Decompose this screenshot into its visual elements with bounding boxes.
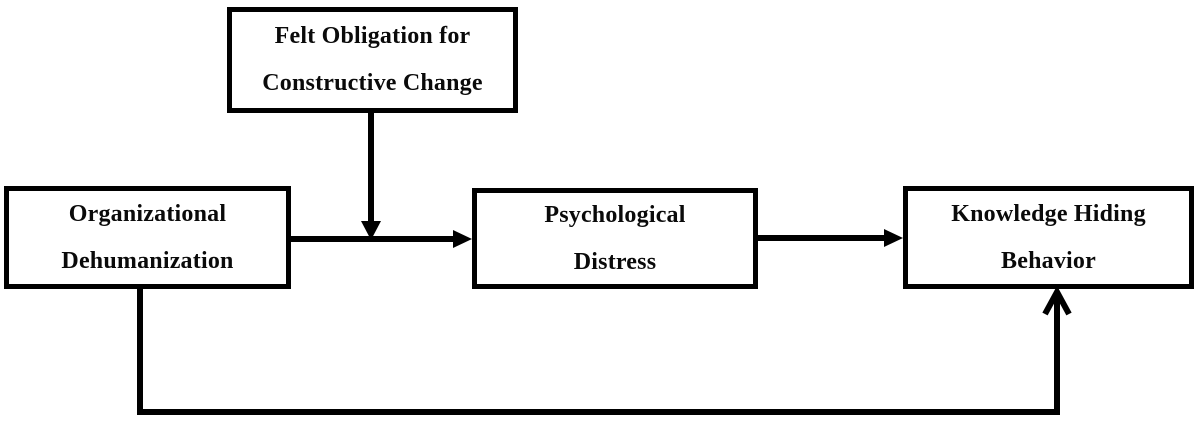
moderation-arrow bbox=[361, 112, 381, 240]
box-psychological-distress-line1: Psychological bbox=[544, 201, 686, 228]
direct-path-independent-to-dependent bbox=[137, 285, 1072, 415]
arrow-mediator-to-dependent bbox=[758, 229, 903, 247]
box-felt-obligation-line1: Felt Obligation for bbox=[274, 23, 471, 49]
box-knowledge-hiding-behavior-line1: Knowledge Hiding bbox=[951, 200, 1146, 227]
box-psychological-distress: Psychological Distress bbox=[472, 188, 758, 289]
box-organizational-dehumanization-line2: Dehumanization bbox=[61, 247, 234, 274]
box-knowledge-hiding-behavior: Knowledge Hiding Behavior bbox=[903, 186, 1194, 289]
box-organizational-dehumanization: Organizational Dehumanization bbox=[4, 186, 291, 289]
box-felt-obligation: Felt Obligation for Constructive Change bbox=[227, 7, 518, 113]
box-felt-obligation-line2: Constructive Change bbox=[262, 70, 483, 96]
arrow-independent-to-mediator bbox=[291, 230, 472, 248]
box-knowledge-hiding-behavior-line2: Behavior bbox=[1001, 247, 1096, 274]
box-psychological-distress-line2: Distress bbox=[573, 248, 657, 275]
box-organizational-dehumanization-line1: Organizational bbox=[68, 200, 227, 227]
